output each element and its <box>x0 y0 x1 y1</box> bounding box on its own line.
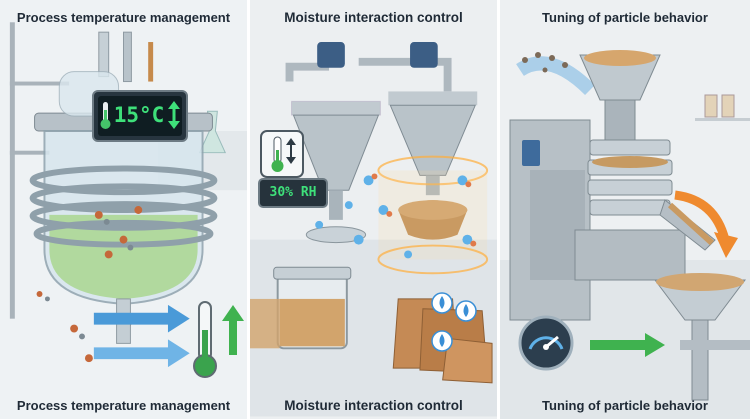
humidity-display <box>258 178 328 208</box>
water-drop-icon <box>455 300 477 322</box>
temperature-display <box>92 90 188 142</box>
water-drop-icon <box>431 330 453 352</box>
panel-caption-particles: Tuning of particle behavior <box>542 398 708 413</box>
thermometer-icon <box>260 130 304 178</box>
panel-particles: Tuning of particle behavior <box>500 0 750 419</box>
water-drop-icon <box>431 292 453 314</box>
panel-temperature: Process temperature management <box>0 0 250 419</box>
panel-title-temperature: Process temperature management <box>16 10 231 25</box>
up-down-arrow-icon <box>167 100 181 130</box>
panel-caption-temperature: Process temperature management <box>16 398 231 413</box>
jacketed-reactor-illustration <box>0 2 247 417</box>
humidity-reading: 30% RH <box>269 185 317 200</box>
panel-title-moisture: Moisture interaction control <box>284 10 463 25</box>
thermometer-icon <box>98 100 112 130</box>
mill-particle-illustration <box>500 0 750 419</box>
arrow-up-icon <box>222 305 244 355</box>
thermometer-icon <box>190 300 220 380</box>
gauge-icon <box>518 315 574 371</box>
panel-caption-moisture: Moisture interaction control <box>284 398 463 413</box>
panel-moisture: Moisture interaction control <box>250 0 500 419</box>
temperature-reading: 15°C <box>113 103 165 127</box>
hopper-moisture-illustration <box>250 2 497 417</box>
panel-title-particles: Tuning of particle behavior <box>542 10 708 25</box>
